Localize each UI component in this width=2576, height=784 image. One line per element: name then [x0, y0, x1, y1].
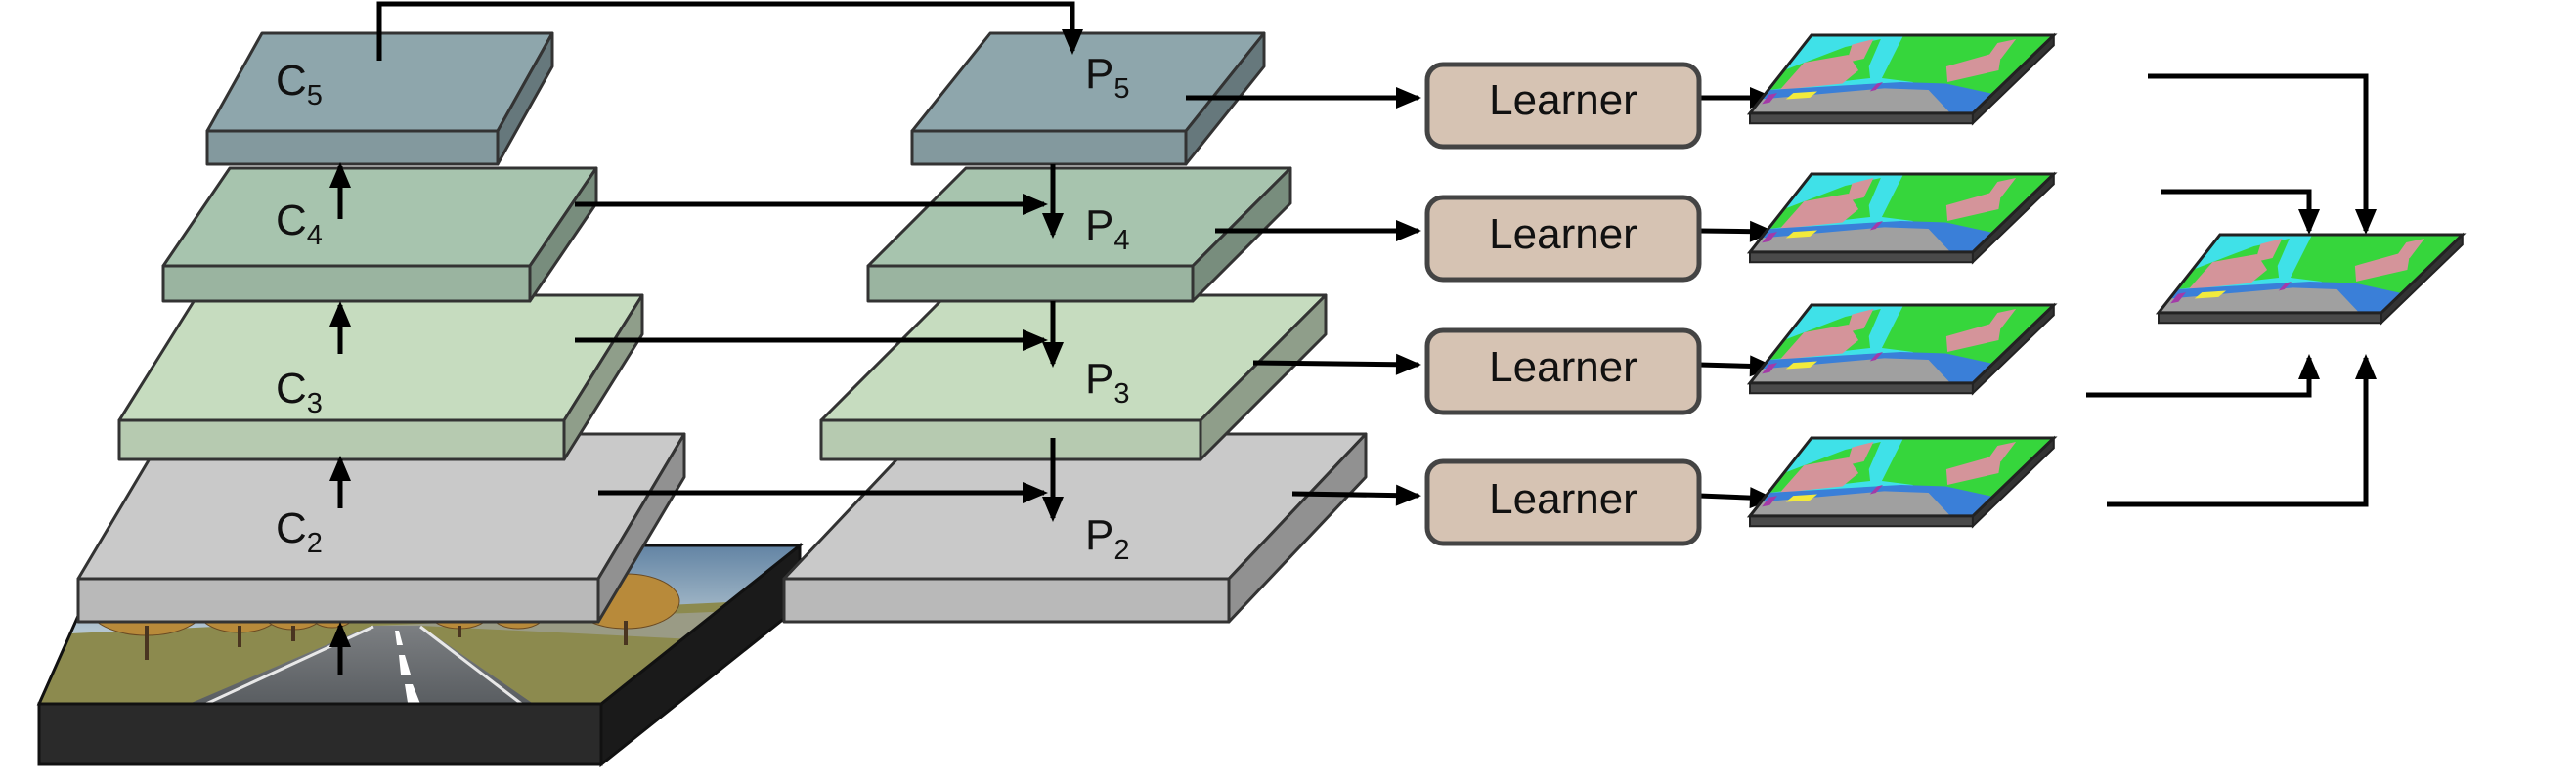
segmentation-outputs: [1746, 32, 2467, 529]
segmap-p2: [1746, 435, 2058, 529]
arrow-learner4-to-map: [1698, 487, 1775, 509]
p3-label: P3: [1085, 355, 1130, 410]
connection-arrows: [329, 1, 2377, 675]
segmap-p3: [1746, 302, 2058, 396]
input-photo: [36, 542, 805, 768]
layer-labels: C5 C4 C3 C2 P5 P4 P3 P2 Learner Learner …: [276, 50, 1637, 566]
arrow-c4-to-c5: [329, 162, 351, 219]
arrow-p4-to-p3: [1042, 301, 1064, 368]
arrow-c3-to-c4: [329, 301, 351, 354]
pyramid-slab-p3: [819, 293, 1328, 461]
learner-box-3: [1424, 327, 1702, 415]
arrow-p5-to-learner: [1186, 87, 1421, 109]
arrow-p2-to-learner: [1291, 484, 1421, 506]
arrow-p4-to-learner: [1215, 220, 1421, 241]
learner-box-1: [1424, 62, 1702, 150]
learner-2-label: Learner: [1489, 210, 1637, 258]
learner-column: [1424, 62, 1702, 546]
p4-label: P4: [1085, 201, 1130, 256]
segmap-p5: [1746, 32, 2058, 126]
backbone-slab-c2: [76, 432, 686, 624]
arrow-p3-to-p2: [1042, 438, 1064, 522]
c5-label: C5: [276, 57, 323, 111]
arrow-c5-to-p5: [376, 1, 1083, 61]
learner-3-label: Learner: [1489, 343, 1637, 391]
arrow-map2-to-fused: [2107, 354, 2377, 507]
backbone-slab-c4: [161, 166, 598, 303]
segmap-fused: [2155, 232, 2467, 326]
pyramid-slab-p2: [782, 432, 1368, 624]
learner-4-label: Learner: [1489, 475, 1637, 523]
c3-label: C3: [276, 365, 323, 419]
arrow-c2-to-p2: [598, 482, 1048, 503]
learner-box-2: [1424, 195, 1702, 283]
backbone-slab-c5: [205, 31, 554, 166]
arrow-map4-to-fused: [2161, 189, 2320, 235]
arrow-map5-to-fused: [2148, 73, 2377, 235]
c4-label: C4: [276, 196, 323, 251]
arrow-p3-to-learner: [1252, 353, 1421, 375]
arrow-image-to-c2: [329, 622, 351, 675]
arrow-map3-to-fused: [2086, 354, 2320, 398]
backbone-slab-c3: [117, 293, 644, 461]
p5-label: P5: [1085, 50, 1130, 105]
segmap-p4: [1746, 171, 2058, 265]
p2-label: P2: [1085, 511, 1130, 566]
backbone-stack: [76, 31, 686, 624]
feature-pyramid-stack: [782, 31, 1368, 624]
arrow-c3-to-p3: [575, 329, 1048, 351]
pyramid-slab-p4: [866, 166, 1292, 303]
c2-label: C2: [276, 504, 323, 559]
learner-1-label: Learner: [1489, 76, 1637, 124]
learner-box-4: [1424, 458, 1702, 546]
arrow-c2-to-c3: [329, 456, 351, 508]
arrow-learner2-to-map: [1698, 220, 1775, 242]
arrow-p5-to-p4: [1042, 164, 1064, 239]
arrow-c4-to-p4: [575, 194, 1048, 215]
